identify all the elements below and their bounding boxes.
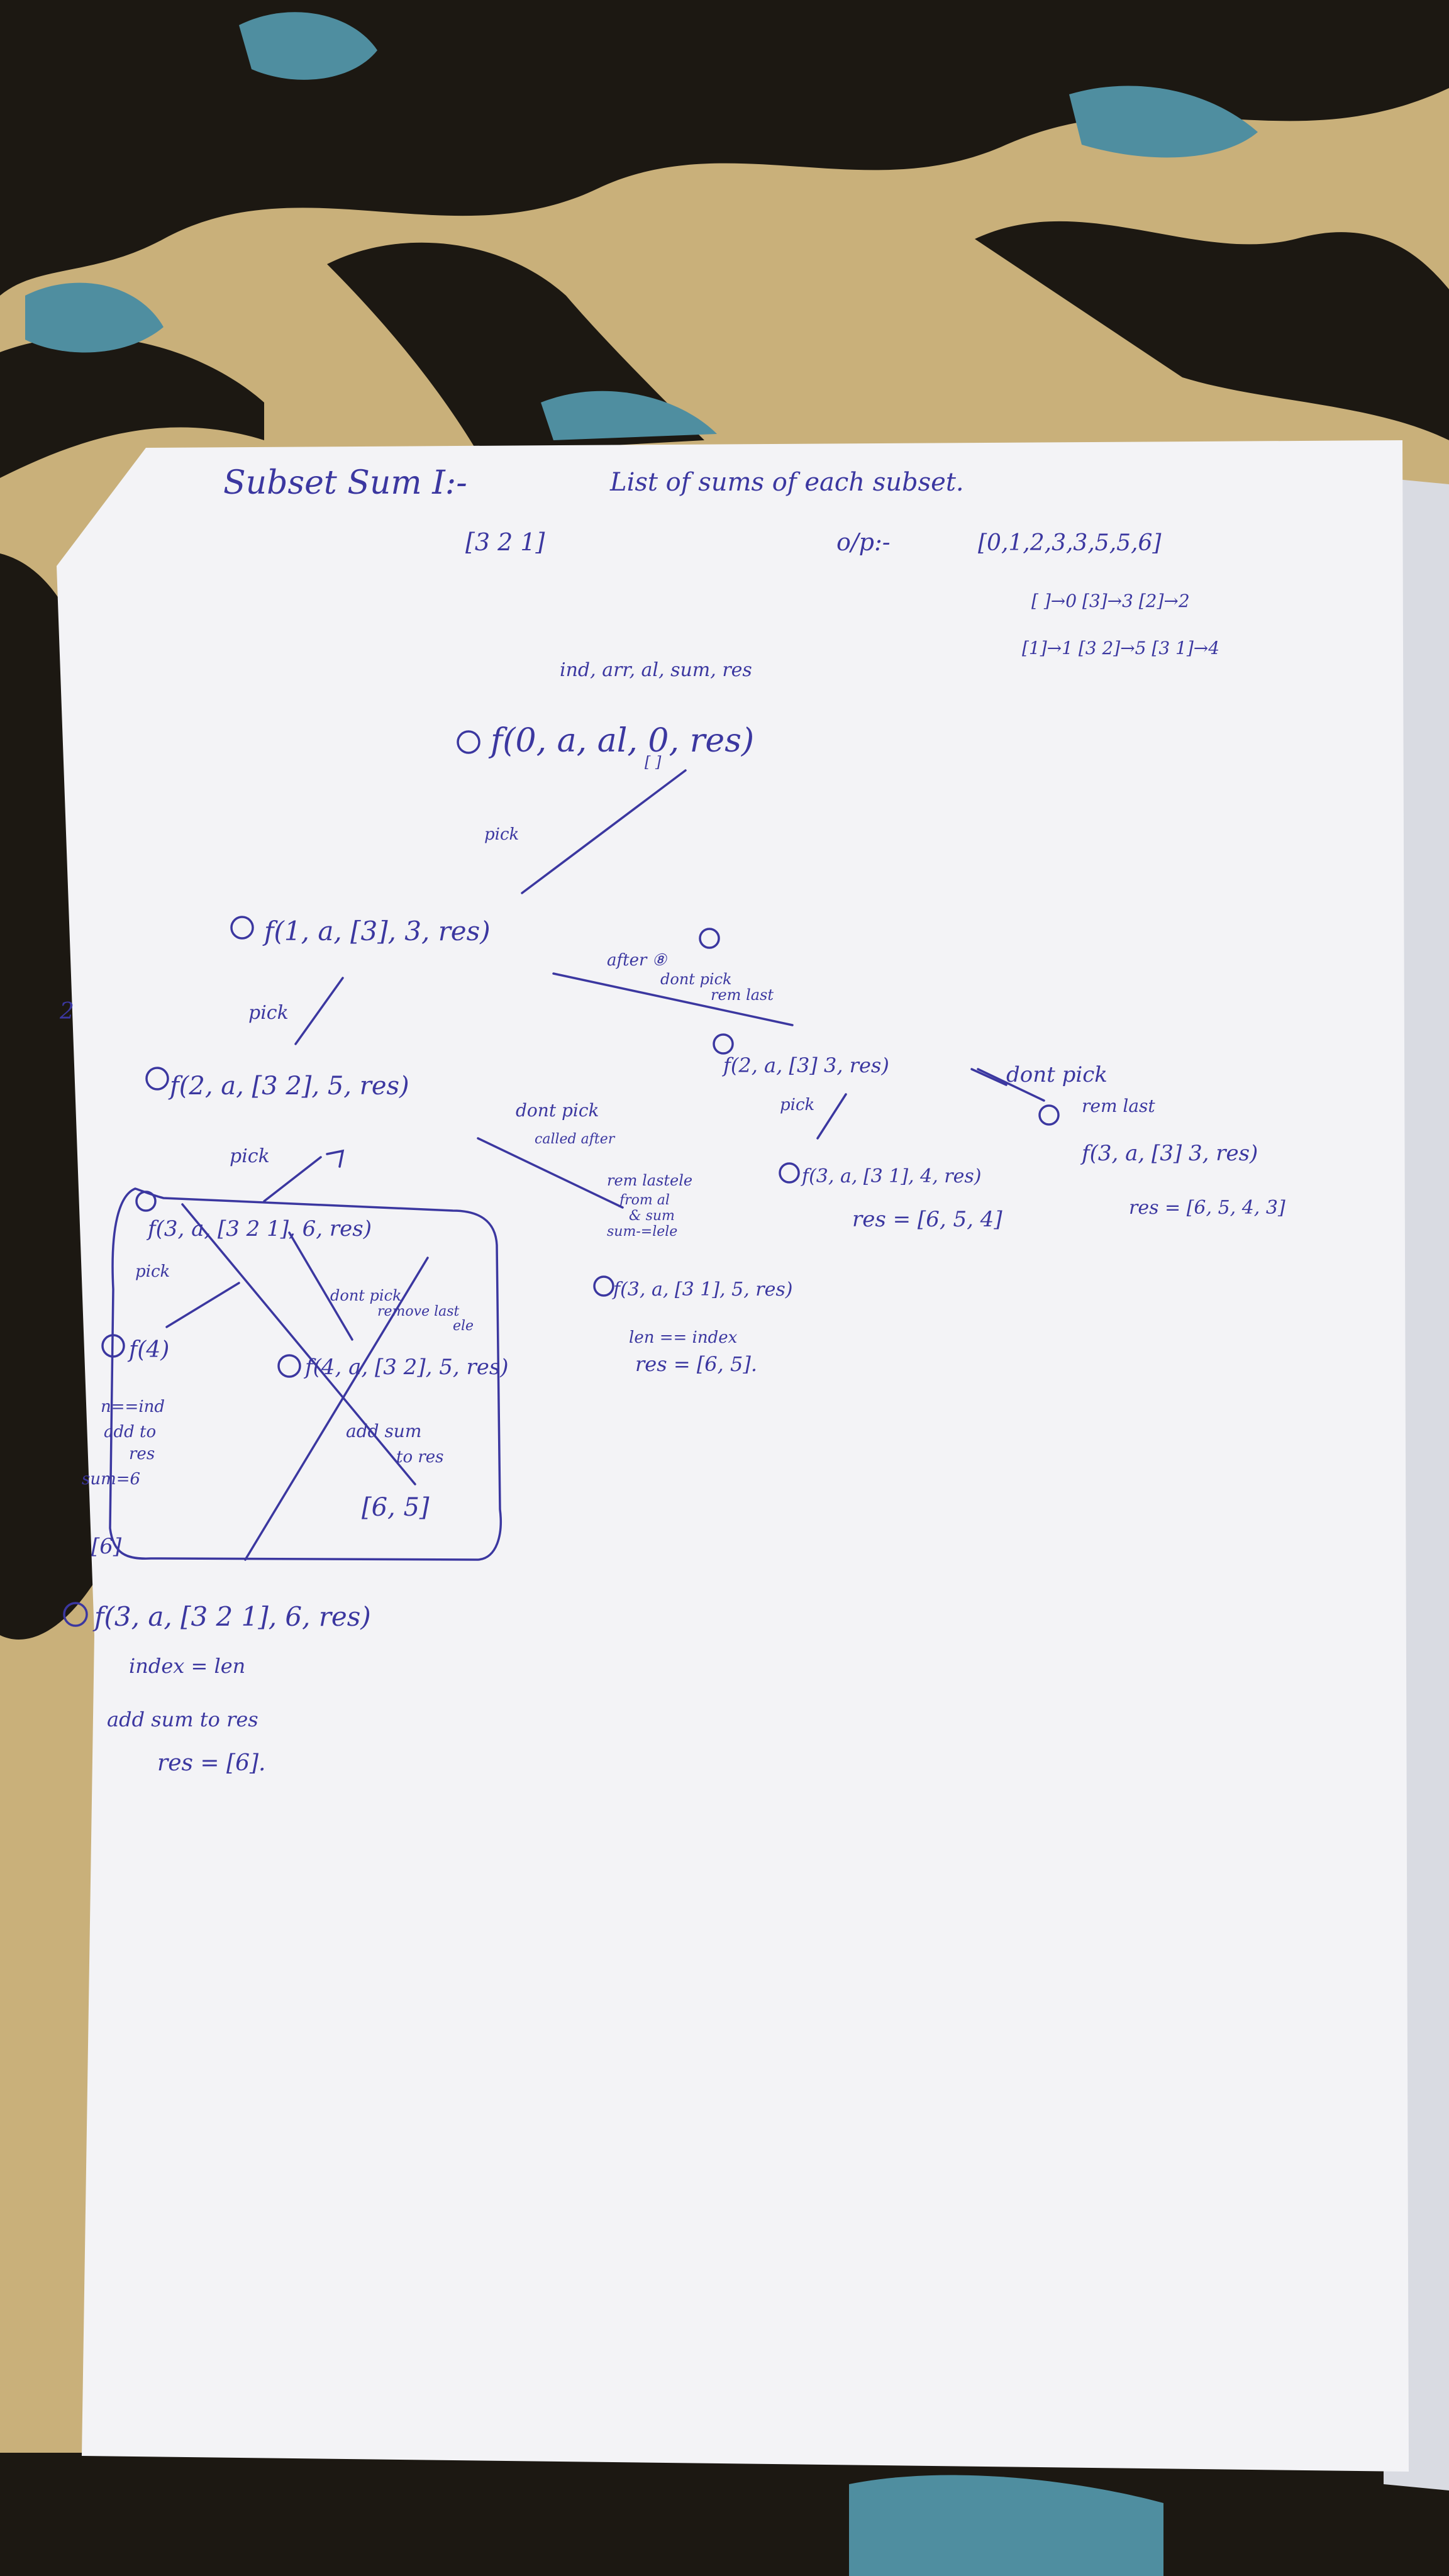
index-eq: index = len <box>129 1654 245 1678</box>
step-circle-8 <box>593 1275 614 1297</box>
edge-2-to-3 <box>294 977 344 1045</box>
pick-label-5: pick <box>780 1096 814 1114</box>
call-5: f(4) <box>127 1337 169 1363</box>
step-circle-8b <box>699 928 720 949</box>
after-note: after ⑧ <box>607 951 668 970</box>
step-circle-7 <box>779 1162 800 1184</box>
note-input: [3 2 1] <box>465 528 545 556</box>
pick-label-2: pick <box>248 1002 289 1024</box>
add-to: add to <box>104 1423 156 1441</box>
sum-expr: sum-=lele <box>607 1224 677 1240</box>
fabric-teal-2 <box>1069 86 1258 158</box>
dont-pick-arrow-6 <box>970 1068 1008 1086</box>
call-2: f(1, a, [3], 3, res) <box>262 916 491 947</box>
box-around-call-4 <box>109 1187 502 1561</box>
res-6-final: res = [6]. <box>157 1750 265 1776</box>
dont-pick-1: dont pick <box>660 970 732 988</box>
fabric-teal-4 <box>541 391 717 440</box>
len-index: len == index <box>629 1328 738 1347</box>
fabric-bottom-strip <box>0 2453 1449 2576</box>
step-circle-5 <box>101 1334 125 1358</box>
dont-pick-3: dont pick <box>330 1287 402 1304</box>
call-3: f(2, a, [3 2], 5, res) <box>168 1072 409 1101</box>
edge-2-to-6 <box>552 972 794 1026</box>
res-654: res = [6, 5, 4] <box>852 1207 1002 1232</box>
dont-pick-4: dont pick <box>1006 1062 1108 1087</box>
call-7: f(3, a, [3 1], 4, res) <box>801 1165 981 1187</box>
dont-pick-2: dont pick <box>516 1100 599 1121</box>
step-circle-6b <box>713 1033 734 1055</box>
res-final: res = [6, 5, 4, 3] <box>1129 1197 1285 1219</box>
note-title: Subset Sum I:- <box>223 464 467 502</box>
edge-6-to-7 <box>816 1093 847 1140</box>
handwritten-text: Subset Sum I:- List of sums of each subs… <box>59 464 1285 1776</box>
call-1: f(0, a, al, 0, res) <box>488 722 754 760</box>
res-6: [6] <box>91 1534 122 1559</box>
call-6: f(4, a, [3 2], 5, res) <box>303 1355 509 1380</box>
note-subtitle: List of sums of each subset. <box>609 468 964 497</box>
rem-last-2: rem last <box>1082 1096 1155 1116</box>
pick-label-1: pick <box>484 825 519 844</box>
res-65b: res = [6, 5]. <box>635 1352 757 1376</box>
rem-lastele: rem lastele <box>607 1172 692 1189</box>
step-circle-3 <box>145 1067 169 1091</box>
fabric-swirl-dark-1 <box>0 0 1449 296</box>
edge-4-to-6-cross-1 <box>181 1203 416 1485</box>
edge-4-to-5 <box>165 1282 240 1328</box>
margin-2: 2 <box>59 999 74 1024</box>
notebook <box>57 440 1449 2490</box>
to-res: to res <box>396 1448 444 1467</box>
n-eq-ind: n==ind <box>101 1397 165 1416</box>
call-9: f(3, a, [3] 3, res) <box>1080 1141 1258 1166</box>
call-4-bottom: f(3, a, [3 2 1], 6, res) <box>92 1601 371 1632</box>
res-65: [6, 5] <box>362 1493 430 1522</box>
step-circle-1 <box>457 730 480 754</box>
note-output-label: o/p:- <box>836 528 891 556</box>
edge-1-to-2 <box>521 769 687 894</box>
edge-3-to-4 <box>263 1156 322 1202</box>
edge-4-to-6-cross-2 <box>244 1257 429 1561</box>
call-4-box: f(3, a, [3 2 1], 6, res) <box>146 1216 372 1241</box>
remove-last: remove last <box>377 1304 460 1319</box>
step-circle-2 <box>230 916 254 940</box>
called-after: called after <box>535 1131 616 1147</box>
fabric-bottom-teal <box>849 2475 1163 2576</box>
note-output-values: [0,1,2,3,3,5,5,6] <box>978 530 1162 556</box>
from-al: from al <box>618 1192 670 1208</box>
edge-3-to-8 <box>477 1137 624 1209</box>
paper-page <box>57 440 1409 2472</box>
ele-label: ele <box>453 1318 474 1334</box>
add-sum-to-res: add sum to res <box>107 1707 258 1731</box>
edge-4-to-6 <box>288 1231 353 1341</box>
sum-note: & sum <box>629 1208 675 1224</box>
add-sum: add sum <box>346 1421 421 1441</box>
call-6b: f(2, a, [3] 3, res) <box>722 1053 889 1077</box>
step-circle-6 <box>277 1354 301 1378</box>
pick-arrow-3 <box>326 1149 345 1168</box>
edge-6-to-9 <box>977 1068 1045 1102</box>
fabric-swirl-dark-3 <box>975 221 1449 440</box>
sum-eq: sum=6 <box>82 1470 140 1489</box>
note-params: ind, arr, al, sum, res <box>560 659 752 681</box>
pick-label-3: pick <box>230 1145 270 1167</box>
call-1-al: [ ] <box>645 753 662 771</box>
step-circle-4 <box>135 1191 157 1212</box>
pick-label-4: pick <box>135 1262 170 1281</box>
step-circle-4b <box>63 1602 88 1627</box>
handwritten-notes <box>63 730 1060 1627</box>
note-mapping-1: [ ]→0 [3]→3 [2]→2 <box>1031 591 1190 611</box>
note-mapping-2: [1]→1 [3 2]→5 [3 1]→4 <box>1022 638 1219 658</box>
call-8: f(3, a, [3 1], 5, res) <box>612 1279 792 1301</box>
res-word: res <box>129 1445 155 1463</box>
fabric-swirl-dark-2 <box>0 336 264 478</box>
fabric-teal-1 <box>239 12 377 80</box>
step-circle-9 <box>1038 1104 1060 1126</box>
rem-last-1: rem last <box>711 986 774 1004</box>
fabric-teal-3 <box>25 282 164 353</box>
